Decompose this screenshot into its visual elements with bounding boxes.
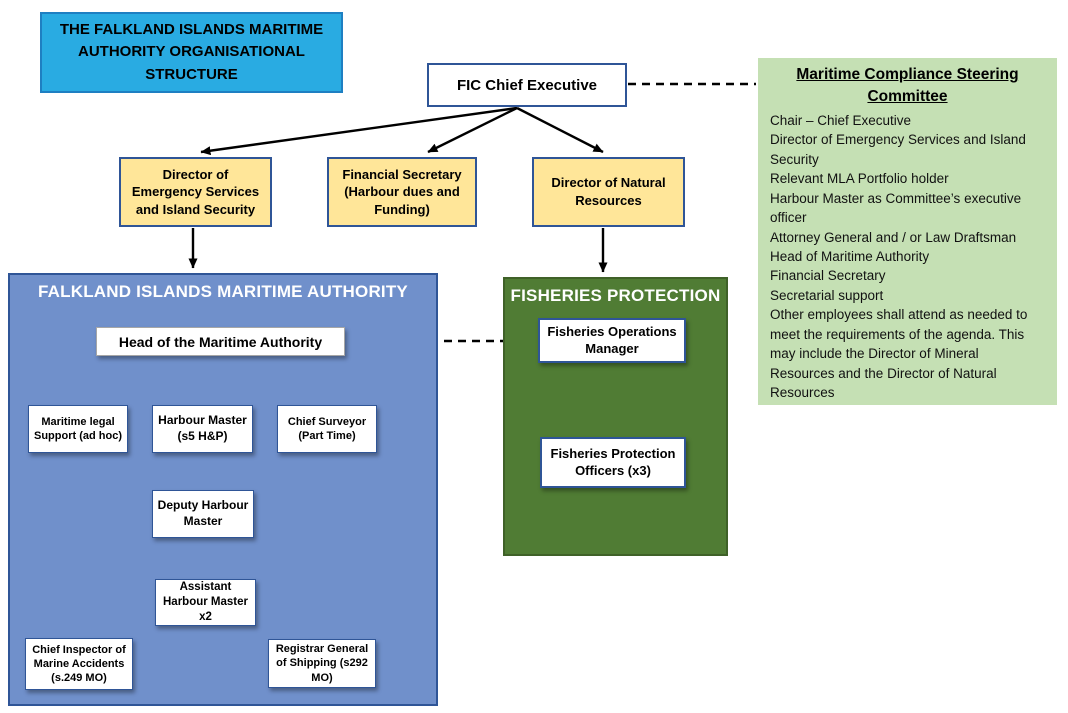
committee-member: Director of Emergency Services and Islan…	[770, 132, 1026, 167]
node-label: Harbour Master (s5 H&P)	[158, 413, 247, 443]
node-chief-surveyor: Chief Surveyor (Part Time)	[277, 405, 377, 453]
node-label: Chief Inspector of Marine Accidents (s.2…	[32, 643, 126, 685]
node-label: Director of Emergency Services and Islan…	[131, 166, 260, 217]
chart-title: THE FALKLAND ISLANDS MARITIME AUTHORITY …	[59, 20, 324, 83]
committee-member: Secretarial support	[770, 287, 884, 303]
node-head-maritime-authority: Head of the Maritime Authority	[96, 327, 345, 356]
node-label: Head of the Maritime Authority	[118, 333, 323, 350]
maritime-authority-header: FALKLAND ISLANDS MARITIME AUTHORITY	[38, 282, 408, 301]
committee-member: Head of Maritime Authority	[770, 249, 930, 264]
node-label: Deputy Harbour Master	[157, 498, 249, 528]
committee-member: Harbour Master as Committee’s executive …	[770, 190, 1022, 226]
node-director-emergency-services: Director of Emergency Services and Islan…	[119, 157, 272, 227]
node-financial-secretary: Financial Secretary (Harbour dues and Fu…	[327, 157, 477, 227]
node-fisheries-operations-manager: Fisheries Operations Manager	[538, 318, 686, 363]
node-label: Registrar General of Shipping (s292 MO)	[275, 643, 369, 684]
node-label: Fisheries Protection Officers (x3)	[550, 445, 676, 478]
node-assistant-harbour-master: Assistant Harbour Master x2	[155, 579, 256, 626]
node-label: Director of Natural Resources	[551, 175, 666, 208]
steering-committee-title: Maritime Compliance Steering Committee	[796, 66, 1019, 106]
node-chief-inspector-marine-accidents: Chief Inspector of Marine Accidents (s.2…	[25, 638, 133, 690]
node-deputy-harbour-master: Deputy Harbour Master	[152, 490, 254, 538]
node-label: Financial Secretary (Harbour dues and Fu…	[342, 166, 462, 217]
node-registrar-general-shipping: Registrar General of Shipping (s292 MO)	[268, 639, 376, 688]
node-label: Fisheries Operations Manager	[547, 323, 677, 356]
node-label: Assistant Harbour Master x2	[163, 581, 248, 623]
node-label: FIC Chief Executive	[456, 76, 598, 94]
node-label: Chief Surveyor (Part Time)	[287, 415, 367, 442]
node-label: Maritime legal Support (ad hoc)	[34, 415, 122, 442]
committee-member: Attorney General and / or Law Draftsman	[770, 229, 1017, 245]
committee-member: Relevant MLA Portfolio holder	[770, 171, 949, 187]
committee-member: Other employees shall attend as needed t…	[770, 307, 1028, 401]
committee-member: Financial Secretary	[770, 268, 886, 284]
node-fic-chief-executive: FIC Chief Executive	[427, 63, 627, 107]
committee-member: Chair – Chief Executive	[770, 112, 912, 128]
node-director-natural-resources: Director of Natural Resources	[532, 157, 685, 227]
node-harbour-master: Harbour Master (s5 H&P)	[152, 405, 253, 453]
node-fisheries-protection-officers: Fisheries Protection Officers (x3)	[540, 437, 686, 488]
steering-committee-panel: Maritime Compliance Steering Committee C…	[758, 58, 1057, 405]
node-maritime-legal-support: Maritime legal Support (ad hoc)	[28, 405, 128, 453]
fisheries-protection-header: FISHERIES PROTECTION	[510, 286, 721, 305]
chart-title-box: THE FALKLAND ISLANDS MARITIME AUTHORITY …	[40, 12, 343, 93]
